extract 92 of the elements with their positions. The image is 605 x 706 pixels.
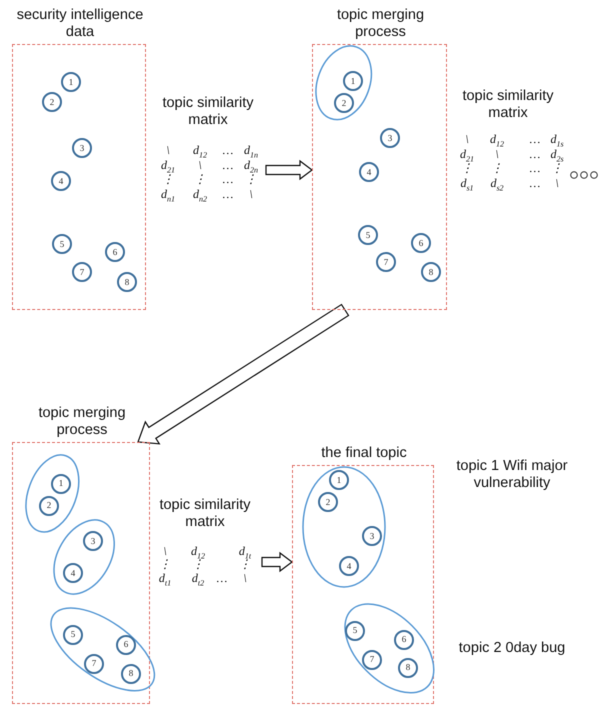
matrix-entry: \ [249,188,253,201]
matrix-entry: d$_{12}$ [191,545,205,560]
matrix-entry: d$_{12}$ [490,133,504,150]
matrix-entry: d$_{t1}$ [158,572,172,590]
matrix-entry: \ [198,159,202,172]
matrix-entry: … [222,173,234,186]
matrix-entry: … [222,159,234,172]
matrix-entry: … [530,148,540,161]
block-arrow [137,304,350,445]
matrix-entry: ⋮ [461,162,473,175]
block-arrow [261,552,293,572]
topic-label: topic 2 0day bug [458,640,566,657]
numbered-circle: 3 [82,531,103,551]
matrix-entry: d$_{1t}$ [238,545,252,560]
numbered-circle: 7 [84,654,104,674]
matrix-entry: d$_{2s}$ [550,148,564,164]
cluster-ellipse [52,518,116,596]
panel-heading: security intelligence data [16,7,144,41]
numbered-circle: 6 [411,233,431,253]
matrix-entry: \ [166,144,170,157]
matrix-entry: d$_{t2}$ [192,572,204,590]
numbered-circle: 4 [62,563,83,583]
numbered-circle: 1 [61,72,81,92]
numbered-circle: 3 [380,128,400,148]
matrix-entry: ⋮ [159,558,171,571]
matrix-entry: d$_{s1}$ [460,177,474,194]
numbered-circle: 7 [376,252,396,272]
matrix-heading: topic similarity matrix [158,497,252,531]
matrix-heading: topic similarity matrix [161,95,255,129]
numbered-circle: 1 [50,474,71,494]
matrix-entry: ⋮ [194,173,206,186]
matrix-entry: d$_{12}$ [193,144,207,161]
numbered-circle: 4 [51,171,71,191]
matrix-entry: ⋮ [192,558,204,571]
matrix-entry: d$_{s2}$ [490,177,504,194]
matrix-entry: d$_{1s}$ [550,133,564,150]
matrix-entry: ⋮ [162,173,174,186]
matrix-entry: \ [243,572,247,585]
topic-label: topic 1 Wifi major vulnerability [455,458,569,492]
numbered-circle: 4 [339,556,359,576]
panel-heading: topic merging process [336,7,426,41]
numbered-circle: 6 [394,630,414,650]
matrix-entry: ⋮ [551,162,563,175]
block-arrow [265,160,313,180]
matrix-entry: … [530,162,540,175]
cluster-ellipse [314,44,374,122]
matrix-entry: d$_{n1}$ [161,188,175,206]
numbered-circle: 8 [120,664,141,684]
matrix-entry: … [216,572,228,585]
cluster-ellipse [342,602,436,694]
numbered-circle: 7 [362,650,382,670]
numbered-circle: 5 [344,620,365,641]
matrix-entry: d$_{21}$ [161,159,175,174]
panel-heading: the final topic [320,445,408,462]
matrix-entry: \ [465,133,469,146]
matrix-entry: d$_{2n}$ [244,159,258,174]
numbered-circle: 3 [362,526,382,546]
matrix-entry: \ [163,545,167,558]
numbered-circle: 8 [421,262,441,282]
numbered-circle: 4 [359,162,379,182]
matrix-entry: d$_{1n}$ [244,144,258,160]
panel-heading: topic merging process [37,405,127,439]
cluster-ellipse [301,465,387,589]
numbered-circle: 2 [38,496,59,516]
matrix-entry: ⋮ [491,162,503,175]
numbered-circle: 2 [334,93,354,113]
matrix-entry: … [530,133,540,146]
numbered-circle: 6 [105,242,125,262]
numbered-circle: 1 [342,71,363,91]
numbered-circle: 5 [52,234,72,254]
numbered-circle: 8 [398,658,418,678]
numbered-circle: 1 [329,470,349,490]
cluster-ellipse [24,452,80,534]
numbered-circle: 8 [117,272,137,292]
matrix-entry: ⋮ [239,558,251,571]
matrix-entry: \ [555,177,559,190]
matrix-entry: … [222,144,234,157]
matrix-entry: d$_{n2}$ [193,188,207,206]
numbered-circle: 6 [116,634,136,655]
matrix-entry: d$_{21}$ [460,148,474,164]
matrix-entry: ⋮ [245,173,257,186]
matrix-entry: \ [495,148,499,161]
numbered-circle: 3 [72,138,92,158]
numbered-circle: 7 [72,262,92,282]
numbered-circle: 5 [62,624,83,645]
numbered-circle: 2 [42,92,62,112]
matrix-entry: … [530,177,540,190]
matrix-entry: … [222,188,234,201]
cluster-ellipse [49,606,157,692]
numbered-circle: 2 [318,492,338,512]
matrix-heading: topic similarity matrix [461,88,555,122]
numbered-circle: 5 [358,225,378,245]
